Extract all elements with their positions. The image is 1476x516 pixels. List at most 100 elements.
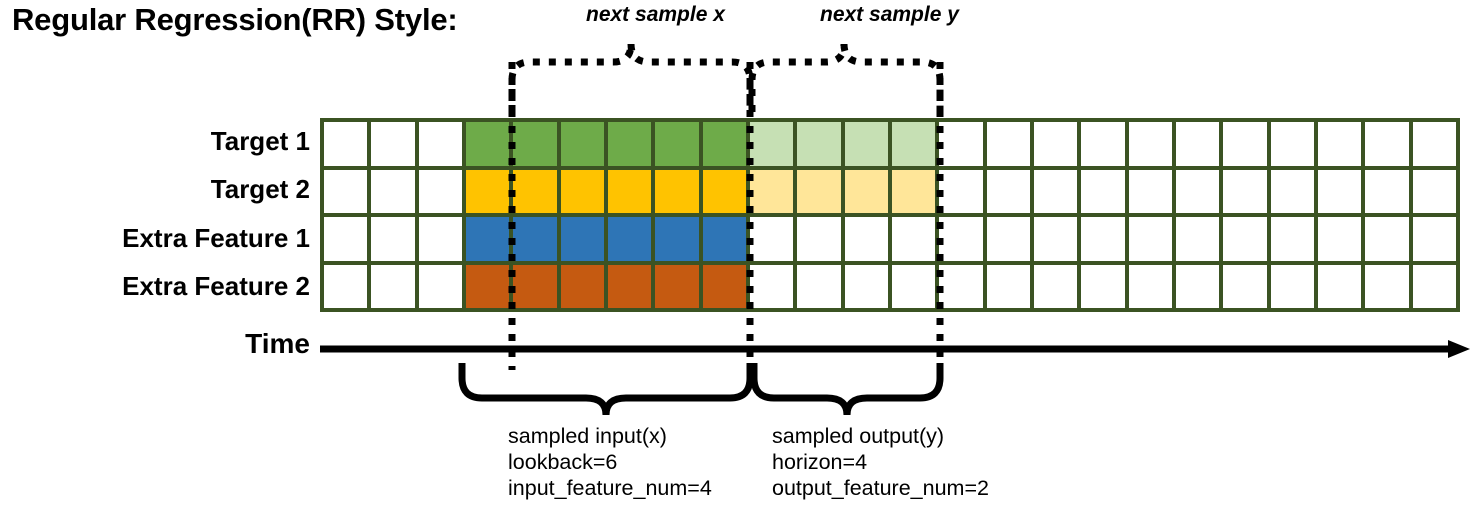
grid-cell-extra-feature-2-9 <box>749 264 794 308</box>
grid-cell-extra-feature-1-8 <box>702 217 746 261</box>
grid-cell-extra-feature-1-22 <box>1365 217 1409 261</box>
grid-cell-extra-feature-1-3 <box>465 217 510 261</box>
grid-cell-extra-feature-2-0 <box>324 264 368 308</box>
time-axis-arrow <box>320 340 1470 358</box>
grid-cell-extra-feature-1-15 <box>1033 217 1078 261</box>
grid-cell-target-2-9 <box>749 169 794 213</box>
grid-cell-target-1-6 <box>607 122 652 166</box>
grid-cell-extra-feature-1-6 <box>607 217 652 261</box>
top-brace-next-sample-x <box>508 43 754 112</box>
grid-cell-extra-feature-2-6 <box>607 264 652 308</box>
grid-cell-extra-feature-1-4 <box>513 217 557 261</box>
grid-cell-target-2-10 <box>797 169 841 213</box>
row-label-target-1: Target 1 <box>210 126 310 156</box>
grid-cell-target-2-0 <box>324 169 368 213</box>
page-title: Regular Regression(RR) Style: <box>12 2 458 37</box>
grid-row-extra-feature-2 <box>324 264 1456 308</box>
grid-cell-target-2-16 <box>1081 169 1125 213</box>
grid-cell-target-1-20 <box>1270 122 1314 166</box>
grid-row-target-2 <box>324 169 1456 213</box>
grid-cell-target-1-22 <box>1365 122 1409 166</box>
grid-cell-target-2-22 <box>1365 169 1409 213</box>
grid-cell-extra-feature-1-19 <box>1223 217 1267 261</box>
grid-cell-target-1-23 <box>1412 122 1456 166</box>
grid-cell-target-1-21 <box>1317 122 1362 166</box>
grid-cell-extra-feature-2-4 <box>513 264 557 308</box>
grid-cell-target-1-11 <box>844 122 888 166</box>
grid-cell-target-2-6 <box>607 169 652 213</box>
grid-cell-target-2-3 <box>465 169 510 213</box>
grid-cell-target-2-2 <box>418 169 462 213</box>
grid-cell-extra-feature-2-19 <box>1223 264 1267 308</box>
grid-cell-extra-feature-2-7 <box>655 264 699 308</box>
grid-cell-target-2-1 <box>371 169 415 213</box>
grid-cell-target-2-23 <box>1412 169 1456 213</box>
grid-cell-target-1-3 <box>465 122 510 166</box>
grid-cell-target-1-15 <box>1033 122 1078 166</box>
grid-cell-target-2-17 <box>1128 169 1172 213</box>
grid-cell-target-1-17 <box>1128 122 1172 166</box>
grid-cell-target-1-16 <box>1081 122 1125 166</box>
grid-cell-extra-feature-2-15 <box>1033 264 1078 308</box>
grid-cell-target-2-18 <box>1175 169 1220 213</box>
grid-cell-target-2-15 <box>1033 169 1078 213</box>
grid-cell-extra-feature-2-22 <box>1365 264 1409 308</box>
grid-cell-extra-feature-1-20 <box>1270 217 1314 261</box>
grid-cell-extra-feature-2-17 <box>1128 264 1172 308</box>
grid-cell-extra-feature-2-2 <box>418 264 462 308</box>
grid-cell-target-1-7 <box>655 122 699 166</box>
grid-cell-extra-feature-2-8 <box>702 264 746 308</box>
grid-cell-extra-feature-2-5 <box>560 264 604 308</box>
grid-cell-target-2-13 <box>939 169 983 213</box>
grid-cell-target-1-19 <box>1223 122 1267 166</box>
grid-cell-target-1-14 <box>986 122 1030 166</box>
grid-cell-extra-feature-1-23 <box>1412 217 1456 261</box>
next-sample-x-label: next sample x <box>586 3 725 26</box>
row-label-extra-feature-2: Extra Feature 2 <box>122 271 310 301</box>
grid-cell-extra-feature-1-17 <box>1128 217 1172 261</box>
grid-cell-extra-feature-1-18 <box>1175 217 1220 261</box>
grid-cell-target-1-4 <box>513 122 557 166</box>
row-label-target-2: Target 2 <box>210 174 310 204</box>
grid-cell-extra-feature-2-10 <box>797 264 841 308</box>
grid-cell-target-2-7 <box>655 169 699 213</box>
grid-cell-target-1-5 <box>560 122 604 166</box>
bottom-brace-sampled-input <box>458 363 754 416</box>
grid-cell-target-1-13 <box>939 122 983 166</box>
next-sample-y-label: next sample y <box>820 3 959 26</box>
grid-cell-extra-feature-2-1 <box>371 264 415 308</box>
row-label-group: Target 1 Target 2 Extra Feature 1 Extra … <box>0 118 310 312</box>
grid-cell-target-1-2 <box>418 122 462 166</box>
grid-cell-extra-feature-1-13 <box>939 217 983 261</box>
grid-cell-extra-feature-1-9 <box>749 217 794 261</box>
grid-cell-target-1-1 <box>371 122 415 166</box>
caption-sampled-output: sampled output(y) horizon=4 output_featu… <box>772 424 989 500</box>
grid-row-target-1 <box>324 122 1456 166</box>
grid-cell-target-2-8 <box>702 169 746 213</box>
grid-cell-extra-feature-1-7 <box>655 217 699 261</box>
grid-cell-target-2-21 <box>1317 169 1362 213</box>
grid-cell-extra-feature-2-18 <box>1175 264 1220 308</box>
grid-cell-extra-feature-1-5 <box>560 217 604 261</box>
grid-cell-extra-feature-2-11 <box>844 264 888 308</box>
grid-cell-extra-feature-2-3 <box>465 264 510 308</box>
grid-cell-target-1-8 <box>702 122 746 166</box>
grid-cell-extra-feature-2-13 <box>939 264 983 308</box>
grid-cell-extra-feature-1-10 <box>797 217 841 261</box>
grid-cell-extra-feature-2-21 <box>1317 264 1362 308</box>
grid-cell-target-1-10 <box>797 122 841 166</box>
grid-cell-extra-feature-1-1 <box>371 217 415 261</box>
grid-cell-target-2-11 <box>844 169 888 213</box>
grid-cell-extra-feature-2-12 <box>891 264 936 308</box>
grid-cell-target-2-20 <box>1270 169 1314 213</box>
grid-cell-target-2-19 <box>1223 169 1267 213</box>
bottom-brace-sampled-output <box>750 363 944 416</box>
grid-row-extra-feature-1 <box>324 217 1456 261</box>
grid-cell-extra-feature-1-16 <box>1081 217 1125 261</box>
grid-cell-extra-feature-2-14 <box>986 264 1030 308</box>
grid-cell-extra-feature-2-20 <box>1270 264 1314 308</box>
timeseries-grid <box>320 118 1460 312</box>
row-label-extra-feature-1: Extra Feature 1 <box>122 223 310 253</box>
grid-cell-target-2-12 <box>891 169 936 213</box>
grid-cell-target-1-9 <box>749 122 794 166</box>
